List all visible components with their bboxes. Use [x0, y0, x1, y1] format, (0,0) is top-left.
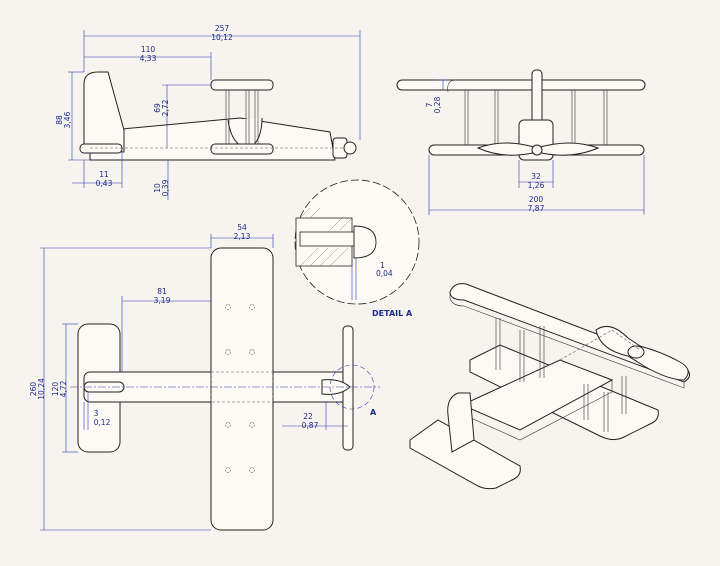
top-wing [210, 247, 274, 531]
side-view: 257 10,12 110 4,33 88 3,46 69 2,72 11 0,… [55, 24, 361, 200]
dim-strut-offset-in: 0,28 [433, 96, 442, 113]
dim-strut-offset-mm: 7 [425, 102, 434, 107]
side-spinner [343, 141, 357, 155]
iso-tail-fin [447, 392, 475, 453]
dim-nose-to-wing-mm: 110 [141, 45, 156, 54]
dim-wing-chord-mm: 54 [237, 223, 247, 232]
side-upper-wing [210, 79, 274, 91]
iso-tail-plane [409, 419, 521, 490]
dim-fuselage-offset-mm: 10 [153, 183, 162, 193]
dim-overall-length-mm: 257 [215, 24, 230, 33]
dim-nose-len-mm: 22 [303, 412, 313, 421]
dim-wing-chord-in: 2,13 [234, 232, 251, 241]
detail-a: 1 0,04 DETAIL A [294, 179, 420, 318]
dim-wing-gap-mm: 69 [153, 103, 162, 113]
front-upper-wing [396, 79, 646, 91]
dim-tail-offset-in: 0,43 [96, 179, 113, 188]
dim-overall-length-in: 10,12 [211, 33, 233, 42]
dim-tail-height-in: 3,46 [63, 111, 72, 128]
dim-prop-hub-mm: 32 [531, 172, 541, 181]
dim-wingspan-front-in: 7,87 [528, 204, 545, 213]
dim-wingspan-top-mm: 260 [29, 382, 38, 397]
dim-tail-slot-mm: 3 [94, 409, 99, 418]
dim-tail-span-in: 4,72 [59, 380, 68, 397]
detail-a-marker: A [370, 408, 377, 417]
side-tail-fin [83, 71, 125, 153]
dim-tail-slot-in: 0,12 [94, 418, 111, 427]
dim-fuselage-offset-in: 0,39 [161, 179, 170, 196]
dim-wing-position-mm: 81 [157, 287, 167, 296]
front-view: 7 0,28 32 1,26 200 7,87 [396, 69, 646, 215]
iso-prop-hub [627, 345, 645, 359]
dim-tail-span-mm: 120 [51, 382, 60, 397]
top-view: A 54 2,13 81 3,19 260 10,24 120 4,72 3 0… [29, 223, 380, 531]
dim-wingspan-front-mm: 200 [529, 195, 544, 204]
dim-detail-gap-in: 0,04 [376, 269, 393, 278]
dim-nose-len-in: 0,87 [302, 421, 319, 430]
dim-nose-to-wing-in: 4,33 [140, 54, 157, 63]
dim-tail-offset-mm: 11 [99, 170, 109, 179]
isometric-view [409, 283, 690, 490]
dim-wing-position-in: 3,19 [154, 296, 171, 305]
front-prop-hub [531, 144, 543, 156]
dim-detail-gap-mm: 1 [380, 261, 385, 270]
dim-wing-gap-in: 2,72 [161, 99, 170, 116]
front-strut-hook [447, 79, 457, 93]
side-tail-plane [79, 143, 123, 154]
dim-tail-height-mm: 88 [55, 115, 64, 125]
detail-title: DETAIL A [372, 309, 413, 318]
dim-wingspan-top-in: 10,24 [37, 378, 46, 400]
dim-prop-hub-in: 1,26 [528, 181, 545, 190]
side-lower-wing [210, 143, 274, 155]
